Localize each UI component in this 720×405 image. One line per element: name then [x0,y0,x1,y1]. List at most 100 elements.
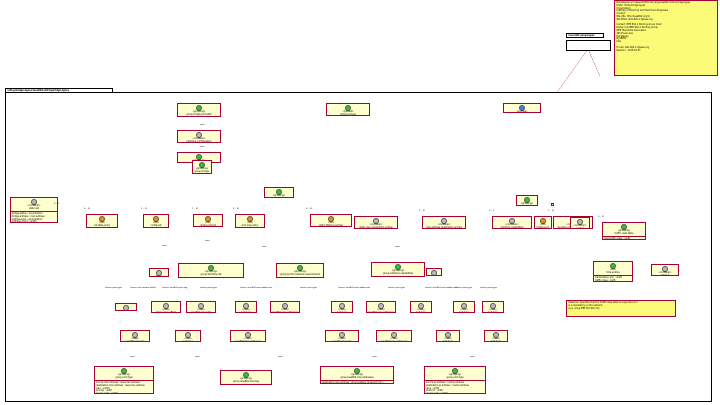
container-icon [123,304,129,310]
class-header: «grouping»group-bridge-port-attrs [178,104,220,116]
class-header: «case»port-type [116,304,136,310]
class-header: «grouping»group-port-type [95,367,153,382]
container-icon [31,198,37,205]
class-attribute: address-type : enumeration [12,217,43,221]
class-header: «case»ieee802-mac-addresses [367,302,395,312]
list-icon [540,217,546,224]
class-attributes: destination-mac-address : string pattern… [321,381,393,383]
grouping-icon [196,104,202,111]
class-box-port-type: «case»port-typegroup-port-type [453,301,475,313]
class-name: group-port-capabilities [521,205,533,206]
class-name: static-filtering-entries [319,223,343,227]
grouping-icon [452,367,458,374]
class-stereotype: «case» [377,308,385,312]
class-box-ieee802-mac-addresses: «case»ieee802-mac-addressesgroup-mac-add… [366,301,396,313]
class-stereotype: «grouping» [617,229,631,233]
class-attribute: protocol : uint8 [426,389,443,393]
class-box-port-map-entry: «list»port-map-entrygroup-port-map (uses… [235,214,265,228]
class-name: group-bridge-port [194,169,210,173]
class-stereotype: «grouping» [272,194,286,198]
module-note-line: NJ 08854 [616,37,627,41]
edge-label-ch4: choice port-type [200,287,218,289]
class-stereotype: «case» [489,308,497,312]
class-header: «case»port-type [236,302,256,313]
class-header: «grouping»group-interface-capabilities [372,263,424,276]
edge-label-uses2: uses [200,124,205,126]
class-stereotype: «list» [610,268,616,272]
class-box-group-port-to-network-requirements: «grouping»group-port-to-network-requirem… [276,263,324,278]
class-box-group-port-capabilities: «grouping»group-port-capabilities [516,195,538,206]
class-stereotype: «case» [242,308,250,312]
class-header: «list»bridge-port-entry [535,217,551,228]
class-name: interface-configuration [186,139,212,143]
class-stereotype: «grouping» [192,110,206,114]
class-stereotype: «container» [573,224,587,228]
grouping-icon [345,104,351,111]
class-stereotype: «grouping» [350,373,364,377]
class-box-config-set: «list»config-set1 .. max : uint16 {key} [143,214,169,228]
class-attribute: source-mac-address : ieee:mac-address [96,380,140,384]
class-header: «case»ieee802-mac-addresses [231,331,265,341]
container-icon [132,331,138,338]
class-stereotype: «container» [192,137,206,141]
class-box-port-type: «case»port-typegroup-port-type (uses) [482,301,504,313]
class-header: «list»dot1q-port-list [194,215,222,226]
grouping-icon [121,367,127,374]
container-icon [185,331,191,338]
list-icon [99,215,105,222]
class-header: «case»port-type [411,302,431,312]
class-header: «list»time-entries [594,262,632,277]
class-box-ieee802-mac-addr: «case»ieee802-mac-addrgroup-mac-addr (us… [186,301,216,313]
edge-label-ch2: choice time-aware-offset [130,287,156,289]
class-box-group-bridge-port-attrs: «grouping»group-bridge-port-attrsbridge-… [177,103,221,117]
class-stereotype: «list» [328,221,334,225]
edge-label-m5: 0 .. N [233,208,239,210]
class-attribute: max-traffic-class : uint8 [604,236,630,240]
class-header: «list»port-map-entry [236,215,264,227]
class-box-vid-table-entry: «list»vid-table-entrygroup-interface-lis… [86,214,118,228]
class-name: port-map-entry [241,223,259,227]
class-stereotype: «choice» [154,275,164,277]
class-name: port-type [442,339,454,342]
class-header: «case»port-type [176,331,200,341]
presence-note-line: Presence: Specifies that the TrafficClas… [568,301,638,304]
class-stereotype: «grouping» [293,270,307,274]
class-box-port-type: «case»port-typegroup-port-type [235,301,257,313]
class-attribute: dscp : uint8 [426,386,439,390]
grouping-icon [395,263,401,270]
edge-label-m2: 0 .. N [84,208,90,210]
container-icon [245,331,251,338]
class-box-group-bridge-port: «grouping»group-bridge-port [192,160,212,174]
class-header: «grouping»traffic-class-table [603,223,645,238]
class-header: «case»port-type [332,302,352,312]
module-note-line: Namespace: urn:ieee:std:802.1Q:yang:ieee… [616,1,691,4]
class-stereotype: «list» [540,223,546,227]
edge-label-ch7: choice ieee802-mac-addresses [338,287,371,289]
module-note-line: 445 Hoes Lane [616,31,633,35]
class-attribute: address-count : uint32 [12,220,37,223]
class-header: «grouping»group-ieee802-mac-tag [221,371,271,384]
class-stereotype: «case» [460,308,468,312]
class-attribute: traffic-class : uint8 [595,278,616,282]
edge-label-ch11: choice port-type [480,287,498,289]
list-icon [247,215,253,222]
class-name: group-port-to-network-requirements [280,272,320,276]
class-stereotype: «container» [658,271,672,275]
class-box-dynamic-filtering-entries: «container»dynamic-filtering-entriesgrou… [551,203,554,206]
class-box-mac-address-registration-entries: «container»mac-address-registration-entr… [422,216,466,229]
class-header: «grouping»group-port-capabilities [517,196,537,206]
class-stereotype: «grouping» [117,373,131,377]
class-name: port-type [240,310,252,313]
outer-package [5,92,712,402]
edge-label-uses11: uses [162,245,167,247]
edge-label-ch6: choice port-type [300,287,318,289]
module-note-line: Piscataway [616,34,629,38]
class-box-port-type: «case»port-typegroup-port-type [175,330,201,342]
class-stereotype: «grouping» [195,167,209,171]
class-header: «case»ieee802-mac-addresses [271,302,299,312]
edge-label-ch8: choice port-type [388,287,406,289]
grouping-icon [297,264,303,271]
class-stereotype: «case» [162,308,170,312]
class-name: ieee802-mac-addr [190,310,212,313]
